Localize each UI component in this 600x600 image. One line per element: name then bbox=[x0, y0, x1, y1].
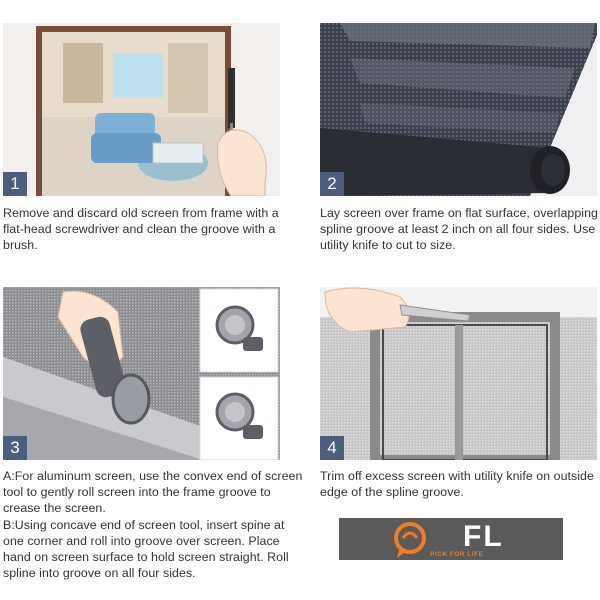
step-2-caption: Lay screen over frame on flat surface, o… bbox=[320, 205, 600, 254]
step-3-illustration: 3 bbox=[3, 287, 280, 460]
step-1-illustration: 1 bbox=[3, 23, 280, 196]
step-1-caption: Remove and discard old screen from frame… bbox=[3, 205, 293, 254]
step-3-caption: A:For aluminum screen, use the convex en… bbox=[3, 468, 308, 581]
step-4-illustration: 4 bbox=[320, 287, 597, 460]
step-4-text: Trim off excess screen with utility knif… bbox=[320, 469, 594, 500]
step-4-badge: 4 bbox=[320, 436, 344, 460]
step-2-text: Lay screen over frame on flat surface, o… bbox=[320, 206, 598, 253]
step-3-badge: 3 bbox=[3, 436, 27, 460]
logo-tagline: PICK FOR LIFE bbox=[430, 551, 484, 558]
step-2-illustration: 2 bbox=[320, 23, 597, 196]
brand-logo bbox=[339, 518, 563, 560]
logo-brand-text: FL bbox=[463, 520, 504, 553]
step-1-text: Remove and discard old screen from frame… bbox=[3, 206, 279, 253]
logo-pin-icon bbox=[394, 522, 426, 554]
step-3-text-a: A:For aluminum screen, use the convex en… bbox=[3, 469, 303, 516]
step-3-text-b: B:Using concave end of screen tool, inse… bbox=[3, 517, 289, 581]
step-1-badge: 1 bbox=[3, 172, 27, 196]
step-4-caption: Trim off excess screen with utility knif… bbox=[320, 468, 600, 500]
step-2-badge: 2 bbox=[320, 172, 344, 196]
